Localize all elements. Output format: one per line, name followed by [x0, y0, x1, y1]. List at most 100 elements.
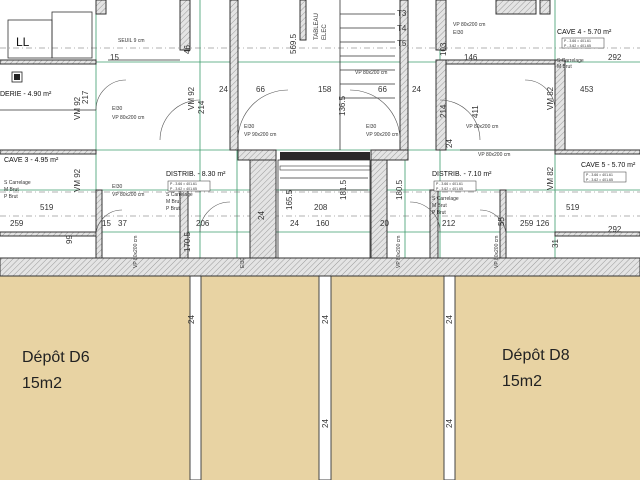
- dim-292: 292: [608, 53, 622, 62]
- depot-d8-name: Dépôt D8: [502, 347, 570, 364]
- door-ei30-2: EI30: [244, 124, 255, 130]
- axis-lines: [0, 47, 640, 217]
- t4-label: T4: [397, 24, 407, 33]
- spec-r-2: P - 3.62 = 401.65: [436, 187, 463, 191]
- misc-labels: TABLEAU ELEC T3 T4 T5 VM 92 VM 92 VM 92 …: [73, 9, 555, 192]
- dim-1365: 136.5: [338, 95, 347, 116]
- finish-m-l: M Brut: [166, 199, 181, 205]
- door-ei30-3: EI30: [366, 124, 377, 130]
- door-vp80-1: VP 80x200 cm: [112, 115, 144, 121]
- dim-24-d: 24: [257, 211, 266, 220]
- spec-4-1: P - 3.66 = 401.61: [564, 39, 591, 43]
- dim-24-r: 24: [412, 85, 421, 94]
- room-derie: DERIE - 4.90 m²: [0, 91, 52, 98]
- dim-55: 55: [497, 217, 506, 226]
- spec-r-1: P - 3.66 = 401.61: [436, 182, 463, 186]
- spec-l-2: P - 3.62 = 401.65: [170, 187, 197, 191]
- finish-p-r: P Brut: [432, 210, 446, 216]
- door-vp80-3: VP 80x200 cm: [478, 152, 510, 158]
- door-vp90-1: VP 90x200 cm: [244, 132, 276, 138]
- spec-l-1: P - 3.66 = 401.61: [170, 182, 197, 186]
- door-vp80-5: VP 80x200 cm: [453, 22, 485, 28]
- door-labels: EI30 VP 80x200 cm EI30 VP 90x200 cm EI30…: [112, 22, 510, 268]
- parcel-d6[interactable]: [0, 276, 190, 480]
- dim-66-r: 66: [378, 85, 387, 94]
- dim-20: 20: [380, 219, 389, 228]
- vm92-mid: VM 92: [187, 86, 196, 110]
- dim-160: 160: [316, 219, 330, 228]
- spec-5-1: P - 3.66 = 401.61: [586, 173, 613, 177]
- depot-parcels: [0, 275, 640, 480]
- vm92-left: VM 92: [73, 96, 82, 120]
- depot-d6-name: Dépôt D6: [22, 349, 90, 366]
- finish-s-l: S Carrelage: [166, 192, 193, 198]
- dim-411: 411: [471, 105, 480, 118]
- room-labels: LL DERIE - 4.90 m² CAVE 3 - 4.95 m² CAVE…: [0, 29, 636, 216]
- dim-24-f: 24: [187, 315, 196, 324]
- dim-1705: 170.5: [183, 231, 192, 252]
- parcel-middle-left[interactable]: [201, 276, 319, 480]
- dim-24-e: 24: [290, 219, 299, 228]
- door-swings: [95, 79, 556, 237]
- dim-37: 37: [118, 219, 127, 228]
- dim-292-b: 292: [608, 225, 622, 234]
- door-ei30-1: EI30: [112, 106, 123, 112]
- dim-212: 212: [442, 219, 456, 228]
- dim-24-j: 24: [445, 419, 454, 428]
- finish-s: S Carrelage: [4, 180, 31, 186]
- door-vp80-rot-2: VP 80x200 cm: [396, 236, 402, 268]
- dim-259-r: 259: [520, 219, 534, 228]
- dim-103: 103: [439, 42, 448, 56]
- depot-labels: Dépôt D6 15m2 Dépôt D8 15m2: [22, 347, 570, 392]
- dim-206: 206: [196, 219, 210, 228]
- dim-214-r: 214: [439, 104, 448, 118]
- door-vp80-rot-1: VP 80x200 cm: [133, 236, 139, 268]
- room-distrib-left: DISTRIB. - 8.30 m²: [166, 171, 226, 178]
- dim-99: 99: [65, 235, 74, 244]
- dim-1815: 181.5: [339, 179, 348, 200]
- finish-p: P Brut: [4, 194, 18, 200]
- room-cave3: CAVE 3 - 4.95 m²: [4, 157, 59, 164]
- dim-1805: 180.5: [395, 179, 404, 200]
- dim-158: 158: [318, 85, 332, 94]
- finish-m-r: M Brut: [432, 203, 447, 209]
- dim-5695: 569.5: [289, 33, 298, 54]
- walls: [0, 0, 640, 277]
- dim-24-c: 24: [445, 139, 454, 148]
- elec-label: ELEC: [322, 24, 328, 40]
- finish-s-r: S Carrelage: [432, 196, 459, 202]
- dim-46: 46: [183, 45, 192, 54]
- spec-5-2: P - 3.62 = 401.65: [586, 178, 613, 182]
- t5-label: T5: [397, 39, 407, 48]
- door-vp80-4: VP 80x200 cm: [112, 192, 144, 198]
- door-vp80-6: VP 80x200 cm: [355, 70, 387, 76]
- dim-453: 453: [580, 85, 594, 94]
- seuil: SEUIL 9 cm: [118, 38, 145, 44]
- dim-1655: 165.5: [285, 189, 294, 210]
- stair-threshold: [279, 152, 371, 171]
- parcel-middle-right[interactable]: [331, 276, 444, 480]
- depot-d6-area: 15m2: [22, 375, 62, 392]
- tableau-label: TABLEAU: [314, 13, 320, 40]
- door-vp90-2: VP 90x200 cm: [366, 132, 398, 138]
- door-ei30-5: EI30: [453, 30, 464, 36]
- door-ei30-rot-1: EI30: [240, 257, 246, 268]
- door-vp80-rot-3: VP 80x200 cm: [494, 236, 500, 268]
- dim-24: 24: [219, 85, 228, 94]
- dim-519: 519: [40, 203, 54, 212]
- dim-15: 15: [110, 53, 119, 62]
- dim-208: 208: [314, 203, 328, 212]
- dim-259: 259: [10, 219, 24, 228]
- dim-24-h: 24: [321, 419, 330, 428]
- dim-31: 31: [551, 239, 560, 248]
- room-cave5: CAVE 5 - 5.70 m²: [581, 162, 636, 169]
- dim-214: 214: [197, 100, 206, 114]
- parcel-d8[interactable]: [455, 276, 640, 480]
- dim-519-r: 519: [566, 203, 580, 212]
- ll-label: LL: [16, 35, 30, 49]
- electrical-symbol-icon: [11, 71, 23, 83]
- dimension-labels: 15 217 214 24 66 158 136.5 569.5 66 24 1…: [10, 33, 622, 428]
- vm92-left-2: VM 92: [73, 168, 82, 192]
